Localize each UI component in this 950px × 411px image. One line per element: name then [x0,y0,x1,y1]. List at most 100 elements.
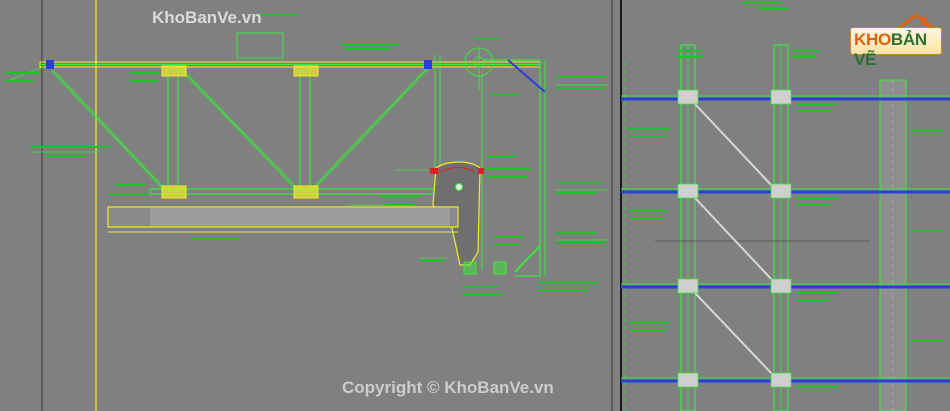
elevation-annotation-marks [628,2,944,388]
annotation-mark [556,87,606,89]
connection-plates [677,89,792,388]
annotation-mark [494,236,524,238]
diagonal-brace [694,292,775,377]
site-logo: KHOBẢN VẼ [846,11,942,69]
annotation-mark [108,193,148,195]
connection-plate [677,278,699,294]
annotation-mark [796,110,832,112]
annotation-mark [420,260,444,262]
logo-text: KHOBẢN VẼ [854,30,942,70]
facade-elevation [621,44,950,411]
annotation-mark [30,146,110,148]
brace [507,59,546,93]
annotation-mark [5,72,40,74]
annotation-mark [488,176,528,178]
logo-text-part2: BẢN VẼ [854,30,927,69]
truss-diagonal [51,69,166,191]
annotation-mark [796,386,838,388]
logo-text-part1: KHO [854,30,891,49]
annotation-mark [556,232,596,234]
watermark-top: KhoBanVe.vn [152,8,262,27]
truss-diagonal [311,67,429,191]
annotation-mark [630,217,664,219]
annotation-mark [910,130,944,132]
annotation-mark [628,210,668,212]
annotation-mark [130,72,160,74]
annotation-mark [556,192,596,194]
connection-plate [677,89,699,105]
annotation-mark [494,244,520,246]
gusset-plate [161,65,187,77]
annotation-mark [130,80,158,82]
annotation-mark [115,184,145,186]
truss-diagonal [181,69,299,191]
connection-plate [770,372,792,388]
annotation-mark [380,196,420,198]
truss-detail [9,32,608,277]
bottom-chord [149,188,436,195]
annotation-mark [910,230,944,232]
annotation-mark [258,14,298,16]
annotation-mark [556,182,602,184]
annotation-mark [792,50,820,52]
logo-badge [850,27,942,55]
gusset-plate [161,185,187,199]
panel-hole [455,183,463,191]
annotation-mark [385,203,415,205]
annotation-mark [556,242,606,244]
annotation-mark [345,48,390,50]
connection-plate [770,278,792,294]
gusset-plate [293,185,319,199]
anchor-marker [478,168,484,174]
gusset-plate [293,65,319,77]
annotation-mark [676,56,704,58]
anchor-marker [430,168,438,174]
base-plate [493,261,507,275]
watermark-bottom: Copyright © KhoBanVe.vn [342,378,554,397]
annotation-mark [792,56,816,58]
end-bolt [46,60,54,69]
truss-vertical [167,66,179,192]
end-bolt [424,60,432,69]
annotation-mark [45,155,85,157]
panel-edge [439,167,475,173]
annotation-mark [628,128,670,130]
annotation-mark [474,38,500,40]
annotation-mark [796,299,830,301]
connection-plate [770,183,792,199]
concrete-wall [879,79,907,411]
annotation-mark [464,286,498,288]
diagonal-brace [694,197,775,283]
annotation-mark [340,43,400,45]
annotation-mark [538,289,588,291]
annotation-mark [630,329,666,331]
connection-plate [677,372,699,388]
house-roof-icon [897,13,935,31]
annotation-mark [190,238,240,240]
annotation-mark [760,8,788,10]
base-plate [463,261,477,275]
annotation-mark [538,282,598,284]
annotation-marks [5,14,606,295]
connection-plate [677,183,699,199]
facade-frame [483,59,541,277]
annotation-mark [488,155,516,157]
annotation-mark [796,103,838,105]
detail-box [236,32,284,59]
annotation-mark [486,168,531,170]
connection-plate [770,89,792,105]
slab-hatch [150,208,450,226]
annotation-mark [910,340,944,342]
annotation-mark [796,292,838,294]
annotation-mark [556,76,606,78]
annotation-mark [462,293,502,295]
annotation-mark [796,197,838,199]
diagonal-brace [694,103,775,189]
brace [514,245,541,273]
annotation-mark [678,50,702,52]
annotation-mark [796,204,830,206]
annotation-mark [628,322,670,324]
annotation-mark [630,135,666,137]
